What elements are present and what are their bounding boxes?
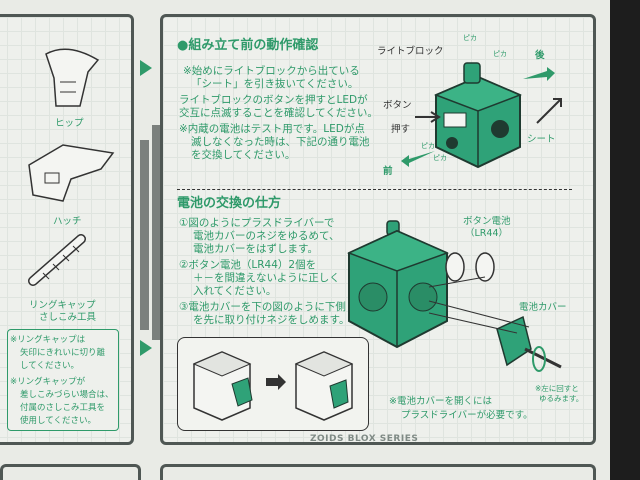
cover-install-diagram [177,337,369,431]
left-panel: ヒップ ハッチ リングキャップ さしこみ工具 ※リングキャップは 矢印にきれいに… [0,14,134,445]
section2-line: を先に取り付けネジをしめます。 [193,314,350,326]
note-line: 差しこみづらい場合は、 [20,390,114,400]
notes-box: ※リングキャップは 矢印にきれいに切り離 してください。 ※リングキャップが 差… [7,329,119,431]
section2-line: ＋－を間違えないように正しく [193,272,340,284]
section1-title: ●組み立て前の動作確認 [177,38,319,53]
note-line: してください。 [20,361,79,371]
label-pika: ピカ [493,50,507,58]
hip-part-illustration [45,48,100,107]
part-label-hatch: ハッチ [53,216,82,227]
section1-line: ライトブロックのボタンを押すとLEDが [179,94,368,106]
instruction-sheet: ヒップ ハッチ リングキャップ さしこみ工具 ※リングキャップは 矢印にきれいに… [0,0,610,480]
label-sheet: シート [527,134,556,145]
section1-line: 「シート」を引き抜いてください。 [191,78,359,90]
section2-title: 電池の交換の仕方 [177,196,282,211]
back-arrow-icon [523,67,555,81]
push-arrow-icon [415,111,441,123]
label-button: ボタン [383,100,412,111]
section1-line: を交換してください。 [191,149,296,161]
step-arrow-icon [140,60,152,76]
section2-line: ②ボタン電池（LR44）2個を [179,259,317,271]
ring-cap-part-illustration [28,234,86,286]
label-pika: ピカ [421,142,435,150]
label-front: 前 [383,166,393,177]
right-panel: ●組み立て前の動作確認 ※始めにライトブロックから出ている 「シート」を引き抜い… [160,14,596,445]
label-light-block: ライトブロック [377,46,444,57]
cover-after-illustration [294,351,354,421]
section2-line: 入れてください。 [193,285,277,297]
battery-block-illustration [347,220,450,349]
section1-line: 交互に点滅することを確認してください。 [179,107,378,119]
battery-cover-illustration [496,315,562,372]
label-cover-note: ※電池カバーを開くには [389,396,492,407]
part-label-insertion-tool: さしこみ工具 [39,312,97,323]
label-battery-cover: 電池カバー [519,302,567,313]
section-divider [177,189,572,190]
section1-line: 滅しなくなった時は、下記の通り電池 [191,136,370,148]
front-arrow-icon [401,151,435,167]
section2-line: 電池カバーのネジをゆるめて、 [193,230,340,242]
label-pika: ピカ [433,154,447,162]
note-line: 矢印にきれいに切り離 [20,348,106,358]
next-panel-edge [0,464,141,480]
label-push: 押す [391,124,411,135]
label-cover-note: プラスドライバーが必要です。 [401,410,533,421]
note-line: 付属のさしこみ工具を [20,403,106,413]
section1-line: ※内蔵の電池はテスト用です。LEDが点 [179,123,365,135]
note-line: ※リングキャップが [10,377,86,387]
hatch-part-illustration [28,144,115,202]
label-loosen: ゆるみます。 [539,394,584,403]
section1-line: ※始めにライトブロックから出ている [183,65,360,77]
note-line: 使用してください。 [20,416,96,426]
battery-cells-illustration [445,252,495,282]
guide-lines [428,276,530,334]
step-arrow-icon [140,340,152,356]
sheet-arrow-icon [536,98,562,124]
next-panel-edge [160,464,596,480]
label-back: 後 [535,50,545,61]
decorative-bar [140,140,149,330]
section2-line: 電池カバーをはずします。 [193,243,318,255]
label-lr44: （LR44） [465,228,508,239]
series-footer: ZOIDS BLOX SERIES [310,434,419,444]
section2-line: ③電池カバーを下の図のように下側 [179,301,346,313]
part-label-hip: ヒップ [55,118,84,129]
label-pika: ピカ [463,34,477,42]
label-turn-left: ※左に回すと [535,384,579,393]
part-label-ring-cap: リングキャップ [29,300,96,311]
decorative-bar [152,125,161,340]
background-edge [610,0,640,480]
arrow-right-icon [266,374,286,390]
section2-line: ①図のようにプラスドライバーで [179,217,335,229]
label-button-battery: ボタン電池 [463,216,511,227]
cover-before-illustration [192,351,253,421]
note-line: ※リングキャップは [10,335,86,345]
light-block-illustration [434,62,522,169]
